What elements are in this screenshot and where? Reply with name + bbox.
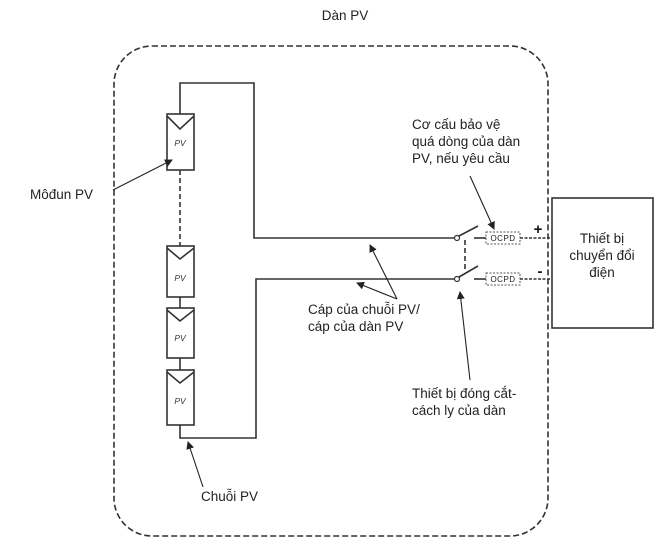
pv-module: PV (166, 307, 195, 359)
module-leader-arrow (112, 159, 173, 191)
ocpd-desc-line1: Cơ cấu bảo vệ (412, 117, 500, 132)
cable-desc-line1: Cáp của chuỗi PV/ (308, 302, 420, 317)
ocpd-leader-arrow (469, 175, 495, 230)
ocpd-negative: OCPD (485, 272, 521, 286)
pv-module-label: PV (174, 273, 187, 283)
string-leader-arrow (186, 441, 204, 488)
power-conversion-equipment (551, 197, 654, 329)
negative-sign: - (538, 263, 543, 280)
cable-leader-arrow-positive (369, 244, 398, 300)
pv-array-boundary (113, 45, 549, 537)
ocpd-desc-line2: quá dòng của dàn (412, 134, 520, 149)
cable-leader-arrow-negative (356, 281, 398, 300)
switch-leader-arrow (456, 291, 471, 381)
pv-module-label: PV (174, 333, 187, 343)
cable-desc-line2: cáp của dàn PV (308, 319, 403, 334)
switch-desc-line2: cách ly của dàn (412, 403, 506, 418)
array-title: Dàn PV (322, 8, 369, 23)
converter-label-line3: điện (589, 265, 615, 280)
disconnect-switch-negative (453, 265, 486, 283)
ocpd-label: OCPD (490, 275, 515, 284)
pv-module: PV (166, 245, 195, 298)
pv-module: PV (166, 113, 195, 171)
ocpd-desc-line3: PV, nếu yêu cầu (412, 151, 510, 166)
pv-module: PV (166, 369, 195, 426)
converter-label-line1: Thiết bị (580, 231, 624, 246)
positive-string-cable (179, 82, 455, 239)
string-label: Chuỗi PV (201, 489, 258, 504)
negative-string-cable (179, 278, 455, 439)
module-label: Môđun PV (30, 187, 93, 202)
disconnect-switch-positive (453, 225, 486, 242)
ocpd-label: OCPD (490, 234, 515, 243)
ocpd-positive: OCPD (485, 231, 521, 245)
pv-module-label: PV (174, 138, 187, 148)
switch-desc-line1: Thiết bị đóng cắt- (412, 386, 516, 401)
pv-module-label: PV (174, 396, 187, 406)
positive-sign: + (534, 221, 543, 238)
converter-label-line2: chuyển đổi (569, 248, 634, 263)
